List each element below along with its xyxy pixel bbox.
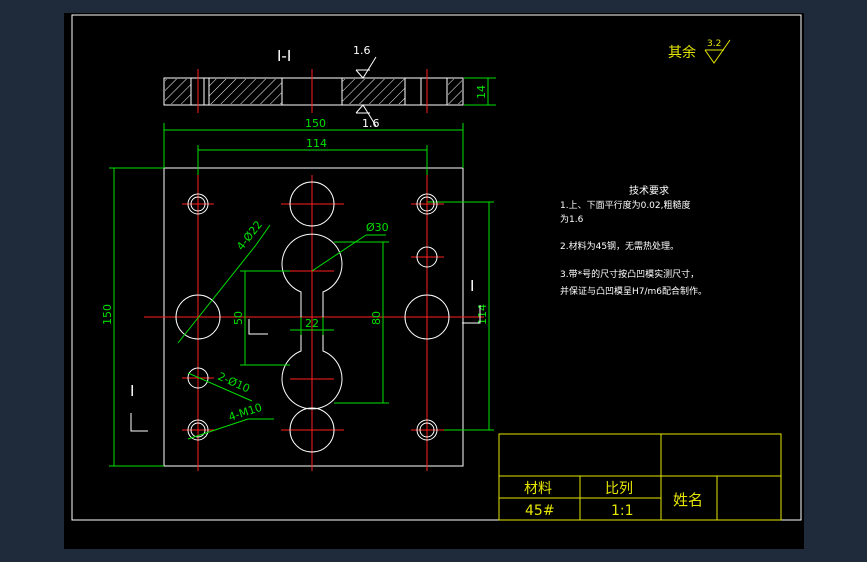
svg-text:22: 22 bbox=[305, 317, 319, 330]
dimension-width-150: 150 bbox=[163, 117, 464, 168]
scale-label: 比列 bbox=[605, 481, 633, 497]
svg-text:80: 80 bbox=[370, 311, 383, 325]
svg-text:150: 150 bbox=[305, 117, 326, 130]
svg-text:Ø30: Ø30 bbox=[366, 221, 389, 234]
scale-value: 1:1 bbox=[611, 503, 634, 519]
name-label: 姓名 bbox=[673, 491, 703, 509]
svg-text:114: 114 bbox=[306, 137, 327, 150]
svg-text:2.材料为45钢，无需热处理。: 2.材料为45钢，无需热处理。 bbox=[560, 240, 679, 252]
dia22-hole-bottom bbox=[289, 407, 335, 453]
dimension-thickness: 14 bbox=[464, 77, 496, 106]
svg-text:4-Ø22: 4-Ø22 bbox=[234, 218, 265, 253]
tech-req-title: 技术要求 bbox=[629, 184, 669, 197]
dimension-slot-50: 50 bbox=[232, 270, 290, 366]
svg-text:50: 50 bbox=[232, 311, 245, 325]
svg-text:2-Ø10: 2-Ø10 bbox=[216, 370, 252, 396]
section-view bbox=[163, 69, 464, 113]
holes bbox=[175, 181, 450, 453]
section-marker-right: I bbox=[462, 277, 481, 324]
dimension-slot-22: 22 bbox=[290, 317, 334, 335]
roughness-symbol-top: 1.6 bbox=[353, 44, 377, 79]
dimension-height-114: 114 bbox=[427, 201, 494, 431]
section-title: I-I bbox=[277, 47, 291, 65]
svg-text:1.6: 1.6 bbox=[353, 44, 371, 57]
svg-text:114: 114 bbox=[476, 304, 489, 325]
svg-text:3.2: 3.2 bbox=[707, 39, 721, 49]
dia22-hole-right bbox=[404, 294, 450, 340]
svg-text:并保证与凸凹模呈H7/m6配合制作。: 并保证与凸凹模呈H7/m6配合制作。 bbox=[560, 285, 707, 297]
section-marker-mid bbox=[248, 319, 268, 335]
svg-text:其余: 其余 bbox=[668, 44, 696, 61]
m10-hole-top-left bbox=[187, 193, 209, 215]
svg-text:I: I bbox=[130, 382, 134, 400]
roughness-symbol-bottom: 1.6 bbox=[355, 104, 380, 130]
svg-text:150: 150 bbox=[101, 304, 114, 325]
m10-hole-top-right bbox=[416, 193, 438, 215]
m10-hole-bottom-right bbox=[416, 419, 438, 441]
dia22-hole-left bbox=[175, 294, 221, 340]
section-marker-left: I bbox=[130, 382, 148, 432]
svg-text:为1.6: 为1.6 bbox=[560, 213, 584, 225]
leader-dia-22: 4-Ø22 bbox=[177, 218, 271, 344]
dia22-hole-top bbox=[289, 181, 335, 227]
material-value: 45# bbox=[525, 503, 555, 519]
dia10-pin-hole-left bbox=[187, 367, 209, 389]
general-roughness-note: 其余 3.2 bbox=[668, 39, 731, 64]
svg-text:I: I bbox=[470, 277, 474, 295]
svg-text:3.带*号的尺寸按凸凹模实测尺寸，: 3.带*号的尺寸按凸凹模实测尺寸， bbox=[560, 268, 699, 280]
material-label: 材料 bbox=[524, 481, 552, 497]
m10-hole-bottom-left bbox=[187, 419, 209, 441]
title-block: 材料 45# 比列 1:1 姓名 bbox=[498, 433, 782, 521]
dimension-slot-80: 80 bbox=[334, 241, 389, 404]
svg-text:14: 14 bbox=[475, 85, 488, 99]
svg-text:1.上、下面平行度为0.02,粗糙度: 1.上、下面平行度为0.02,粗糙度 bbox=[560, 199, 691, 211]
dimension-dia-30: Ø30 bbox=[311, 221, 389, 272]
svg-text:1.6: 1.6 bbox=[362, 117, 380, 130]
dia10-pin-hole-right bbox=[416, 246, 438, 268]
cad-drawing-canvas: I-I 1.6 1.6 14 其余 3.2 bbox=[64, 13, 804, 549]
technical-requirements: 技术要求 1.上、下面平行度为0.02,粗糙度 为1.6 2.材料为45钢，无需… bbox=[560, 184, 707, 297]
drawing-border bbox=[71, 14, 802, 521]
cad-drawing: I-I 1.6 1.6 14 其余 3.2 bbox=[71, 14, 802, 521]
dimension-height-150: 150 bbox=[101, 167, 164, 467]
